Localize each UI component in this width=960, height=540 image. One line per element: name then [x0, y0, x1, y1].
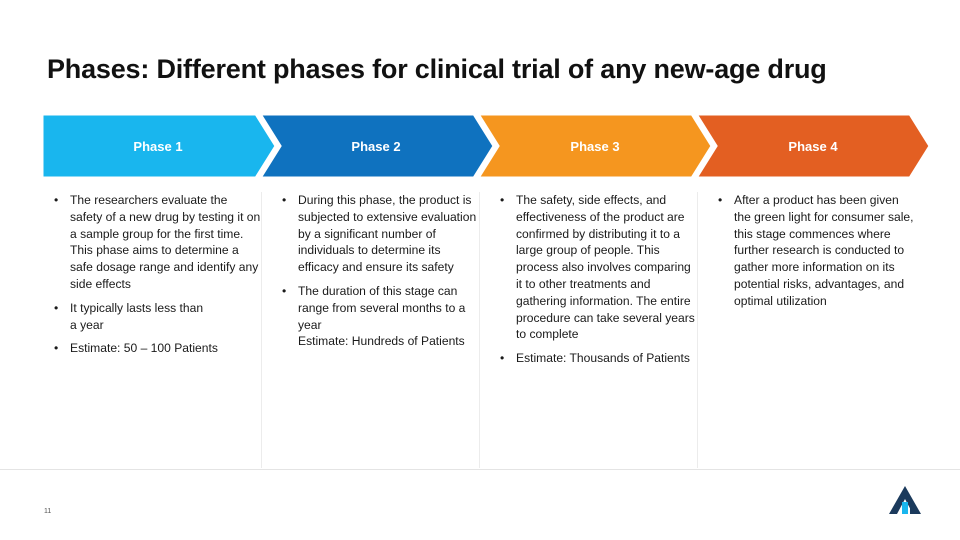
- triangle-logo-icon: [889, 486, 921, 514]
- bullet-dot-icon: •: [54, 193, 59, 207]
- list-item: •After a product has been given the gree…: [718, 193, 914, 308]
- phase-2-bullet-list: •During this phase, the product is subje…: [280, 192, 479, 350]
- bullet-dot-icon: •: [718, 193, 723, 207]
- list-item: •The researchers evaluate the safety of …: [54, 193, 261, 291]
- phase-4-chevron: [694, 114, 930, 178]
- bullet-dot-icon: •: [282, 193, 287, 207]
- list-item: •The safety, side effects, and effective…: [500, 193, 695, 342]
- phase-chevron-row: Phase 1 Phase 2 Phase 3 Phase 4: [42, 114, 930, 178]
- bullet-dot-icon: •: [282, 283, 287, 298]
- bullet-dot-icon: •: [54, 300, 59, 315]
- bullet-dot-icon: •: [500, 351, 505, 366]
- phase-1-column: •The researchers evaluate the safety of …: [52, 192, 262, 468]
- phase-2-label: Phase 2: [351, 139, 400, 154]
- phase-2-column: •During this phase, the product is subje…: [280, 192, 480, 468]
- phase-4-bullet-list: •After a product has been given the gree…: [716, 192, 916, 310]
- footer-divider: [0, 469, 960, 470]
- phase-1-chevron: [42, 114, 278, 178]
- phase-3-bullet-list: •The safety, side effects, and effective…: [498, 192, 697, 367]
- phase-1-label: Phase 1: [133, 139, 182, 154]
- phase-3-chevron: [476, 114, 714, 178]
- list-item: •The duration of this stage can range fr…: [282, 283, 466, 349]
- phase-3-label: Phase 3: [570, 139, 619, 154]
- list-item: •It typically lasts less than a year: [54, 300, 204, 332]
- list-item: •Estimate: 50 – 100 Patients: [54, 341, 218, 356]
- list-item: •Estimate: Thousands of Patients: [500, 351, 690, 366]
- phase-4-label: Phase 4: [788, 139, 838, 154]
- list-item: •During this phase, the product is subje…: [282, 193, 477, 275]
- phase-4-column: •After a product has been given the gree…: [716, 192, 916, 468]
- page-number: 11: [44, 508, 52, 515]
- phase-2-chevron: [258, 114, 496, 178]
- phase-3-column: •The safety, side effects, and effective…: [498, 192, 698, 468]
- slide-title: Phases: Different phases for clinical tr…: [47, 54, 827, 84]
- bullet-dot-icon: •: [500, 193, 505, 207]
- bullet-dot-icon: •: [54, 341, 59, 356]
- phase-1-bullet-list: •The researchers evaluate the safety of …: [52, 192, 261, 357]
